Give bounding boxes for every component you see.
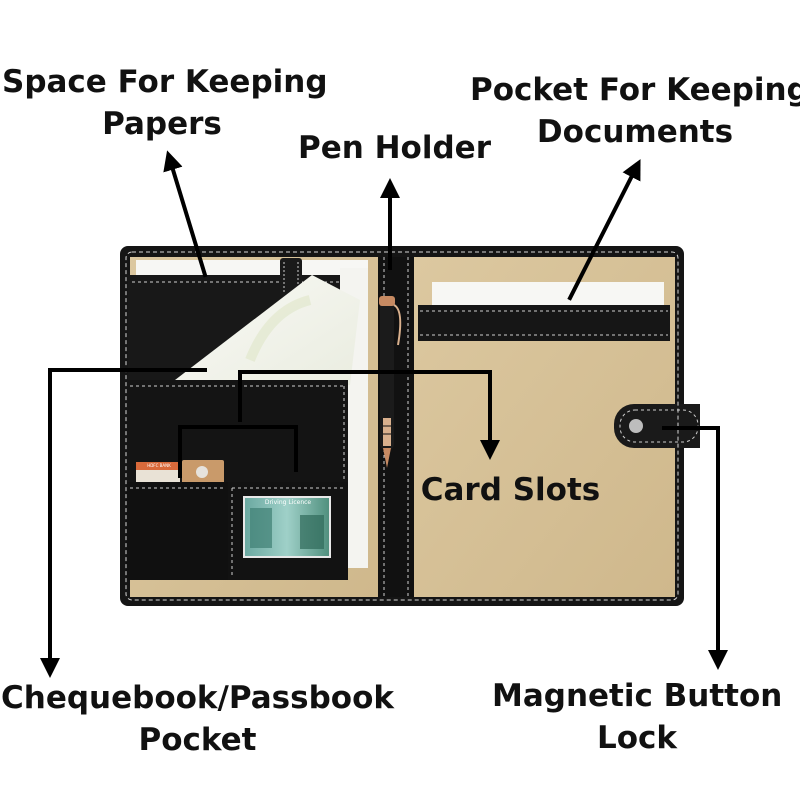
id-window-text: Driving Licence <box>264 499 312 506</box>
label-line: Documents <box>536 113 734 150</box>
label-card-slots: Card Slots <box>418 470 603 512</box>
label-line: Card Slots <box>420 472 601 508</box>
label-line: Magnetic Button <box>492 678 783 714</box>
label-line: Pocket For Keeping <box>470 72 800 108</box>
label-documents-pocket: Pocket For Keeping Documents <box>470 70 800 154</box>
arrow-documents <box>567 159 641 301</box>
magnetic-button <box>629 419 643 433</box>
label-line: Chequebook/Passbook <box>1 680 394 716</box>
right-strap <box>418 305 670 341</box>
arrow-chequebook <box>40 368 207 678</box>
card-slot-left <box>126 482 228 580</box>
label-line: Papers <box>102 105 222 142</box>
label-line: Pen Holder <box>298 130 491 166</box>
card-slot-connector <box>178 425 298 478</box>
arrow-magnetic <box>662 426 728 670</box>
label-pen-holder: Pen Holder <box>298 128 491 170</box>
bank-card-text: HDFC BANK <box>147 463 171 468</box>
pen-body <box>380 300 394 450</box>
label-line: Lock <box>596 719 678 756</box>
label-space-for-papers: Space For Keeping Papers <box>2 62 328 146</box>
arrow-papers <box>163 150 208 278</box>
label-chequebook-pocket: Chequebook/Passbook Pocket <box>0 678 395 762</box>
label-line: Space For Keeping <box>2 64 328 100</box>
label-line: Pocket <box>138 721 257 758</box>
left-tab <box>280 258 302 296</box>
arrow-card-slots <box>238 370 500 460</box>
label-magnetic-button-lock: Magnetic Button Lock <box>492 676 782 760</box>
